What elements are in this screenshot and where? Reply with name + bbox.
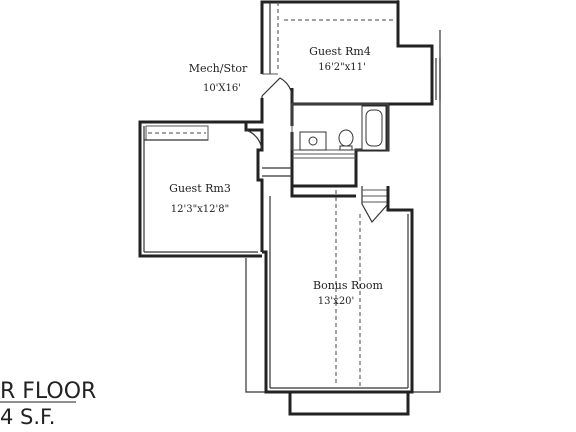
mech-stor-door [261, 77, 294, 105]
stairs [361, 186, 389, 224]
guest-rm4-name: Guest Rm4 [309, 45, 371, 58]
floor-title: R FLOOR [0, 379, 96, 404]
guest-rm3-name: Guest Rm3 [169, 182, 231, 195]
bonus-room-walls [262, 186, 414, 416]
guest-rm3-dims: 12'3"x12'8" [171, 204, 230, 215]
mech-stor-dims: 10'X16' [203, 83, 241, 94]
guest-rm3-walls [138, 120, 262, 258]
guest-rm4-dims: 16'2"x11' [318, 62, 366, 73]
bonus-room-dims: 13'x20' [318, 296, 355, 307]
mech-stor-name: Mech/Stor [189, 62, 248, 75]
bathroom [291, 103, 389, 159]
floor-area: 4 S.F. [0, 405, 55, 429]
toilet [338, 129, 354, 147]
bonus-room-name: Bonus Room [313, 279, 384, 292]
